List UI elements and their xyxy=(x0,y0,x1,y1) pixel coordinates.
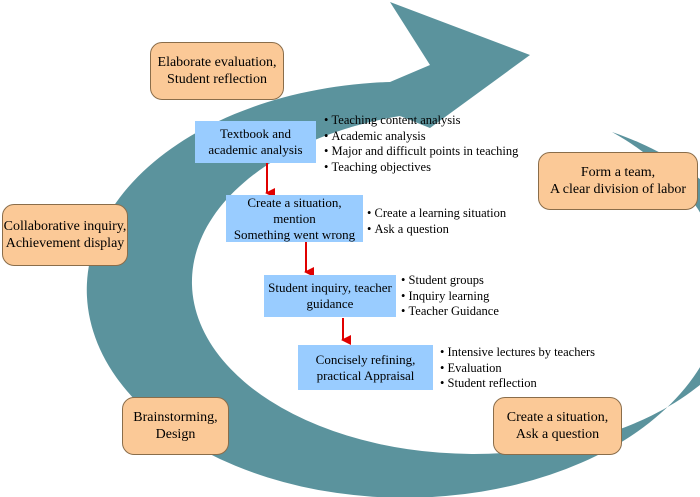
bullet-item: Student reflection xyxy=(440,376,595,392)
bullet-item: Major and difficult points in teaching xyxy=(324,144,519,160)
bullet-item: Academic analysis xyxy=(324,129,518,145)
stage-create-situation-ask-question: Create a situation, Ask a question xyxy=(493,397,622,455)
stage-collaborative-inquiry: Collaborative inquiry, Achievement displ… xyxy=(2,204,128,266)
bullet-item: Intensive lectures by teachers xyxy=(440,345,596,361)
step-concisely-refining: Concisely refining, practical Appraisal xyxy=(298,345,433,390)
stage-brainstorming-design: Brainstorming, Design xyxy=(122,397,229,455)
bullet-item: Create a learning situation xyxy=(367,206,507,222)
step-student-inquiry: Student inquiry, teacher guidance xyxy=(264,275,396,317)
bullet-item: Teacher Guidance xyxy=(401,304,499,320)
bullet-item: Evaluation xyxy=(440,361,595,377)
bullet-item: Inquiry learning xyxy=(401,289,499,305)
stage-form-a-team: Form a team, A clear division of labor xyxy=(538,152,698,210)
bullet-list-1: Teaching content analysis Academic analy… xyxy=(324,113,519,176)
step-create-situation: Create a situation, mention Something we… xyxy=(226,195,363,242)
bullet-list-2: Create a learning situation Ask a questi… xyxy=(367,206,507,238)
bullet-item: Student groups xyxy=(401,273,499,289)
bullet-item: Ask a question xyxy=(367,222,506,238)
stage-elaborate-evaluation: Elaborate evaluation, Student reflection xyxy=(150,42,284,100)
bullet-list-3: Student groups Inquiry learning Teacher … xyxy=(401,273,499,320)
bullet-item: Teaching objectives xyxy=(324,160,518,176)
step-textbook-analysis: Textbook and academic analysis xyxy=(195,121,316,163)
bullet-list-4: Intensive lectures by teachers Evaluatio… xyxy=(440,345,596,392)
bullet-item: Teaching content analysis xyxy=(324,113,518,129)
